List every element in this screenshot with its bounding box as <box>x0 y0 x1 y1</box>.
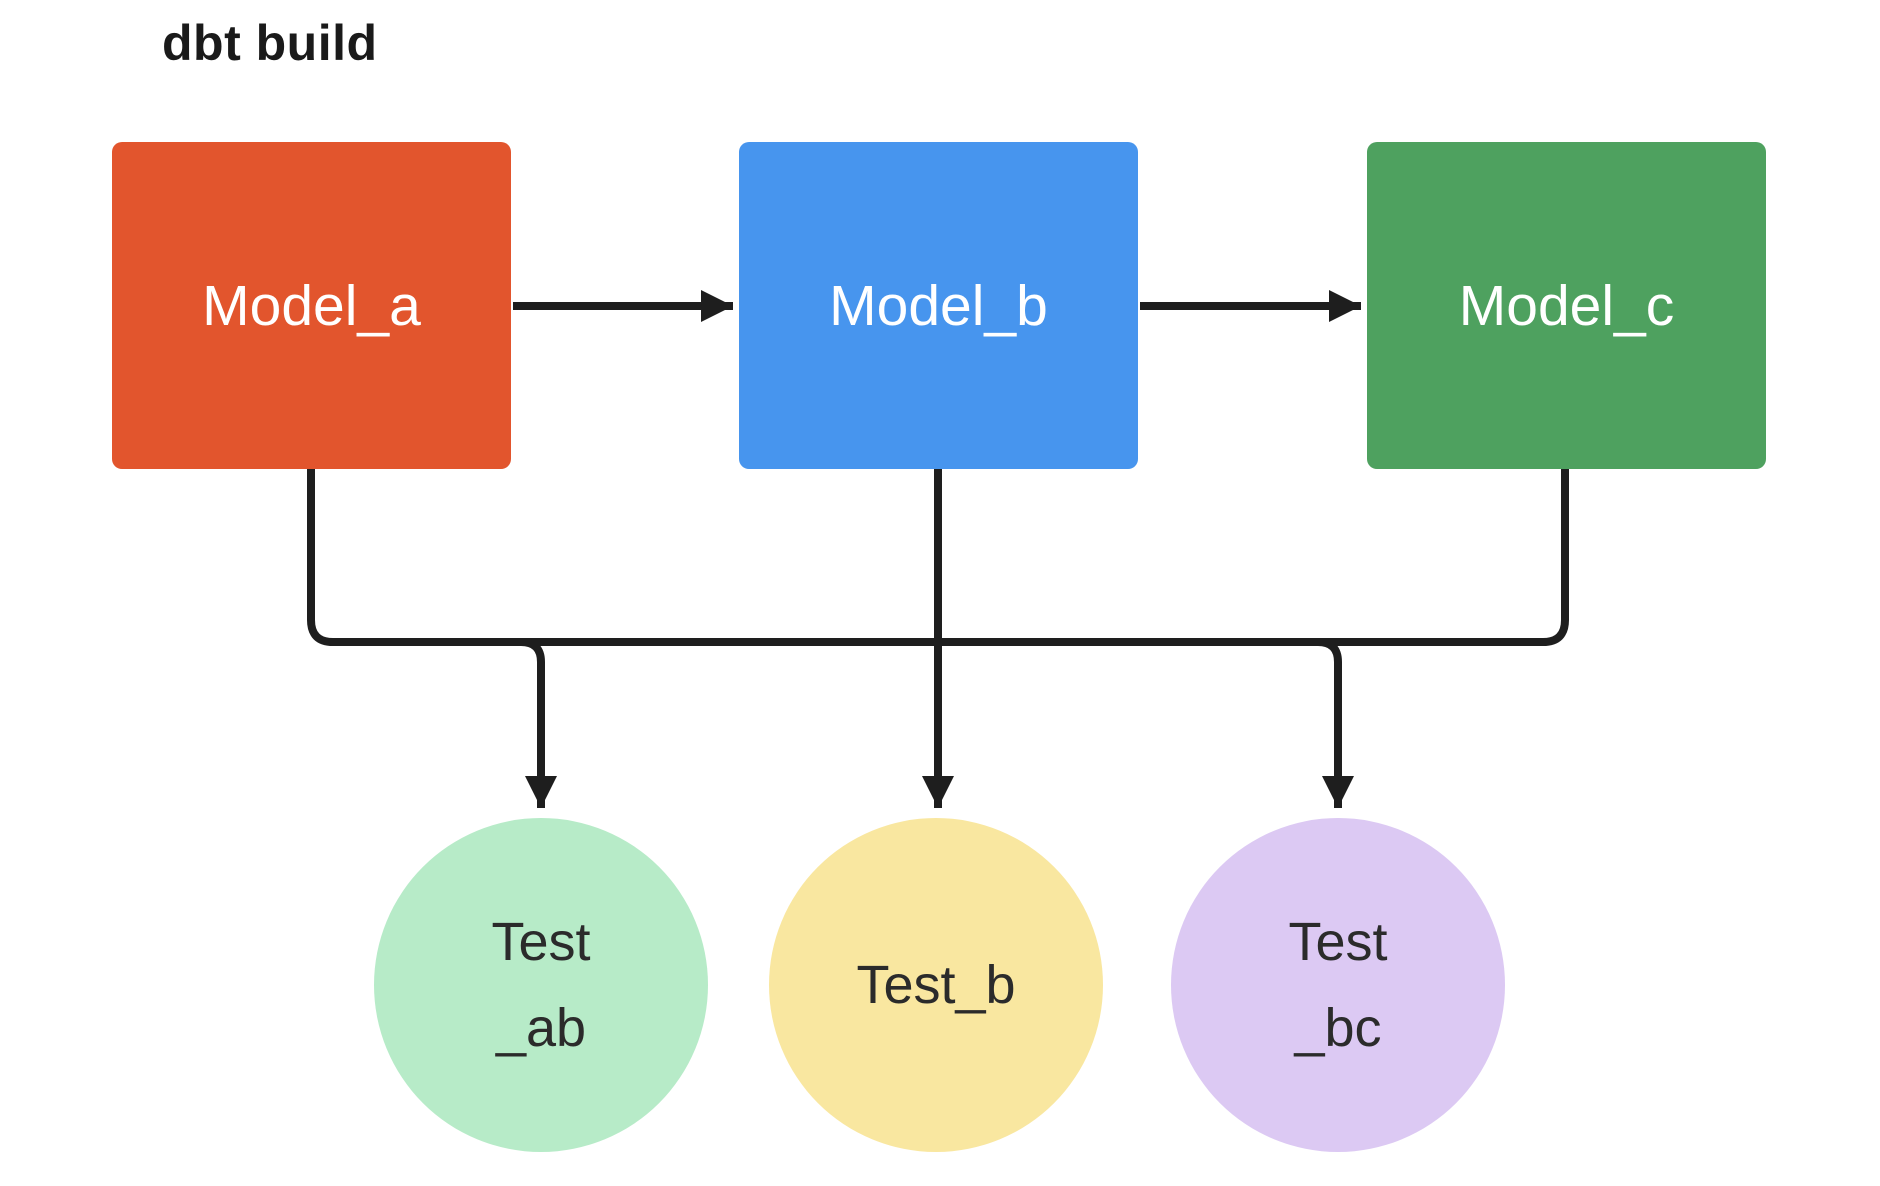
model-b-label: Model_b <box>829 273 1048 338</box>
model-b-node[interactable]: Model_b <box>739 142 1138 469</box>
edge-bus-to-test-ab <box>520 638 557 808</box>
test-b-node[interactable]: Test_b <box>769 818 1103 1152</box>
diagram-title: dbt build <box>162 15 378 71</box>
test-ab-label-line2: _ab <box>495 998 587 1058</box>
test-bc-node[interactable]: Test _bc <box>1171 818 1505 1152</box>
test-ab-label-line1: Test <box>491 911 591 972</box>
test-ab-node[interactable]: Test _ab <box>374 818 708 1152</box>
model-a-label: Model_a <box>202 273 421 338</box>
test-bc-label-line1: Test <box>1288 911 1388 972</box>
model-c-label: Model_c <box>1458 273 1675 338</box>
edge-bus-to-test-bc <box>1317 638 1354 808</box>
test-bc-label-line2: _bc <box>1294 998 1382 1058</box>
model-c-node[interactable]: Model_c <box>1367 142 1766 469</box>
model-a-node[interactable]: Model_a <box>112 142 511 469</box>
test-b-label: Test_b <box>856 954 1016 1015</box>
